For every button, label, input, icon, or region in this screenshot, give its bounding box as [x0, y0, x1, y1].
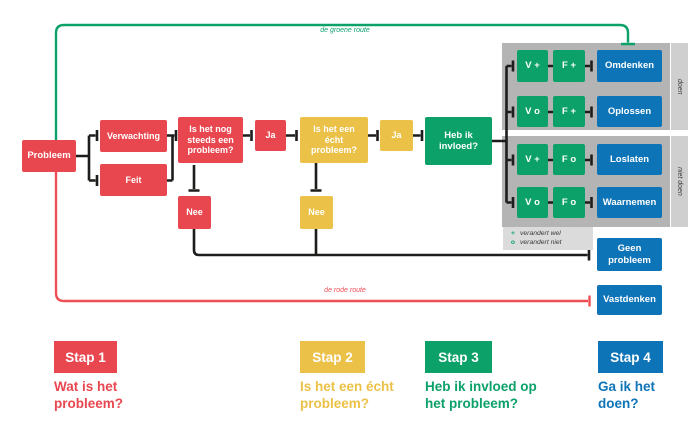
matrix-f-label-1: F + [562, 60, 576, 72]
matrix-f-label-3: F o [561, 153, 577, 165]
legend-wel-text: verandert wel [520, 230, 561, 237]
geen-probleem-box: Geen probleem [597, 238, 662, 271]
stap-3-caption-line2: het probleem? [425, 396, 519, 412]
question-echt-probleem-label: Is het een écht probleem? [310, 124, 357, 156]
verwachting-label: Verwachting [106, 130, 160, 141]
matrix-f-box-1: F + [553, 50, 585, 82]
action-oplossen-label: Oplossen [607, 105, 652, 117]
red-route-label: de rode route [324, 287, 366, 294]
question-steeds-probleem-label: Is het nog steeds een probleem? [187, 124, 234, 156]
legend-niet-text: verandert niet [520, 238, 562, 246]
legend-row-wel: + verandert wel [510, 230, 593, 239]
nee-box-2: Nee [300, 196, 333, 229]
red-route-line [54, 171, 591, 307]
vastdenken-label: Vastdenken [603, 294, 656, 306]
matrix-v-box-4: V o [517, 187, 548, 218]
ja-box-2: Ja [380, 120, 413, 151]
action-oplossen-box: Oplossen [597, 96, 662, 127]
question-echt-probleem-box: Is het een écht probleem? [300, 117, 368, 163]
stap-4-badge: Stap 4 [598, 341, 663, 373]
group-niet-doen-label: niet doen [676, 167, 683, 196]
ja-label-1: Ja [265, 130, 276, 141]
matrix-v-label-3: V + [525, 153, 540, 165]
action-omdenken-box: Omdenken [597, 50, 662, 82]
stap-2-caption-line2: probleem? [300, 396, 370, 412]
matrix-v-box-1: V + [517, 50, 548, 82]
stap-4-caption-line2: doen? [598, 396, 639, 412]
action-waarnemen-label: Waarnemen [602, 196, 657, 208]
question-invloed-box: Heb ik invloed? [425, 117, 492, 165]
plus-symbol-icon: + [511, 230, 515, 237]
nee-box-1: Nee [178, 196, 211, 229]
probleem-box: Probleem [22, 140, 76, 172]
feit-label: Feit [125, 174, 142, 185]
ja-box-1: Ja [255, 120, 286, 151]
stap-1-caption: Wat is het probleem? [54, 378, 123, 413]
matrix-f-box-4: F o [553, 187, 585, 218]
vastdenken-box: Vastdenken [597, 285, 662, 315]
action-omdenken-label: Omdenken [604, 60, 655, 72]
legend-row-niet: o verandert niet [510, 239, 593, 248]
action-waarnemen-box: Waarnemen [597, 187, 662, 218]
action-loslaten-box: Loslaten [597, 144, 662, 175]
stap-2-badge: Stap 2 [300, 341, 365, 373]
stap-3-badge-label: Stap 3 [438, 349, 479, 365]
action-loslaten-label: Loslaten [609, 153, 650, 165]
stap-2-caption-line1: Is het een écht [300, 379, 394, 394]
matrix-v-label-1: V + [525, 60, 540, 72]
black-connector-lines [76, 60, 593, 261]
matrix-group-divider [502, 130, 688, 136]
stap-2-badge-label: Stap 2 [312, 349, 353, 365]
stap-3-badge: Stap 3 [425, 341, 492, 373]
stap-1-badge: Stap 1 [54, 341, 117, 373]
geen-probleem-label: Geen probleem [608, 243, 651, 266]
matrix-f-box-3: F o [553, 144, 585, 175]
stap-4-caption: Ga ik het doen? [598, 378, 655, 413]
matrix-v-label-2: V o [525, 105, 540, 117]
green-route-line [54, 23, 635, 140]
stap-1-caption-line1: Wat is het [54, 379, 118, 394]
stap-4-caption-line1: Ga ik het [598, 379, 656, 394]
green-route-label: de groene route [320, 27, 370, 34]
matrix-v-box-2: V o [517, 96, 548, 127]
stap-3-caption: Heb ik invloed op het probleem? [425, 378, 537, 413]
matrix-f-label-2: F + [562, 105, 576, 117]
stap-3-caption-line1: Heb ik invloed op [425, 379, 537, 394]
group-doen-label: doen [676, 78, 683, 95]
ja-label-2: Ja [391, 130, 402, 141]
stap-4-badge-label: Stap 4 [610, 349, 651, 365]
nee-label-1: Nee [186, 207, 203, 218]
feit-box: Feit [100, 164, 167, 196]
matrix-f-label-4: F o [561, 196, 577, 208]
matrix-v-label-4: V o [525, 196, 540, 208]
o-symbol-icon: o [510, 238, 516, 246]
nee-label-2: Nee [308, 207, 325, 218]
matrix-legend: + verandert wel o verandert niet [503, 227, 593, 250]
verwachting-box: Verwachting [100, 120, 167, 152]
probleem-label: Probleem [27, 150, 71, 162]
stap-1-badge-label: Stap 1 [65, 349, 106, 365]
question-invloed-label: Heb ik invloed? [438, 129, 479, 152]
question-steeds-probleem-box: Is het nog steeds een probleem? [178, 117, 243, 163]
matrix-f-box-2: F + [553, 96, 585, 127]
matrix-v-box-3: V + [517, 144, 548, 175]
stap-2-caption: Is het een écht probleem? [300, 378, 394, 413]
stap-1-caption-line2: probleem? [54, 396, 124, 412]
